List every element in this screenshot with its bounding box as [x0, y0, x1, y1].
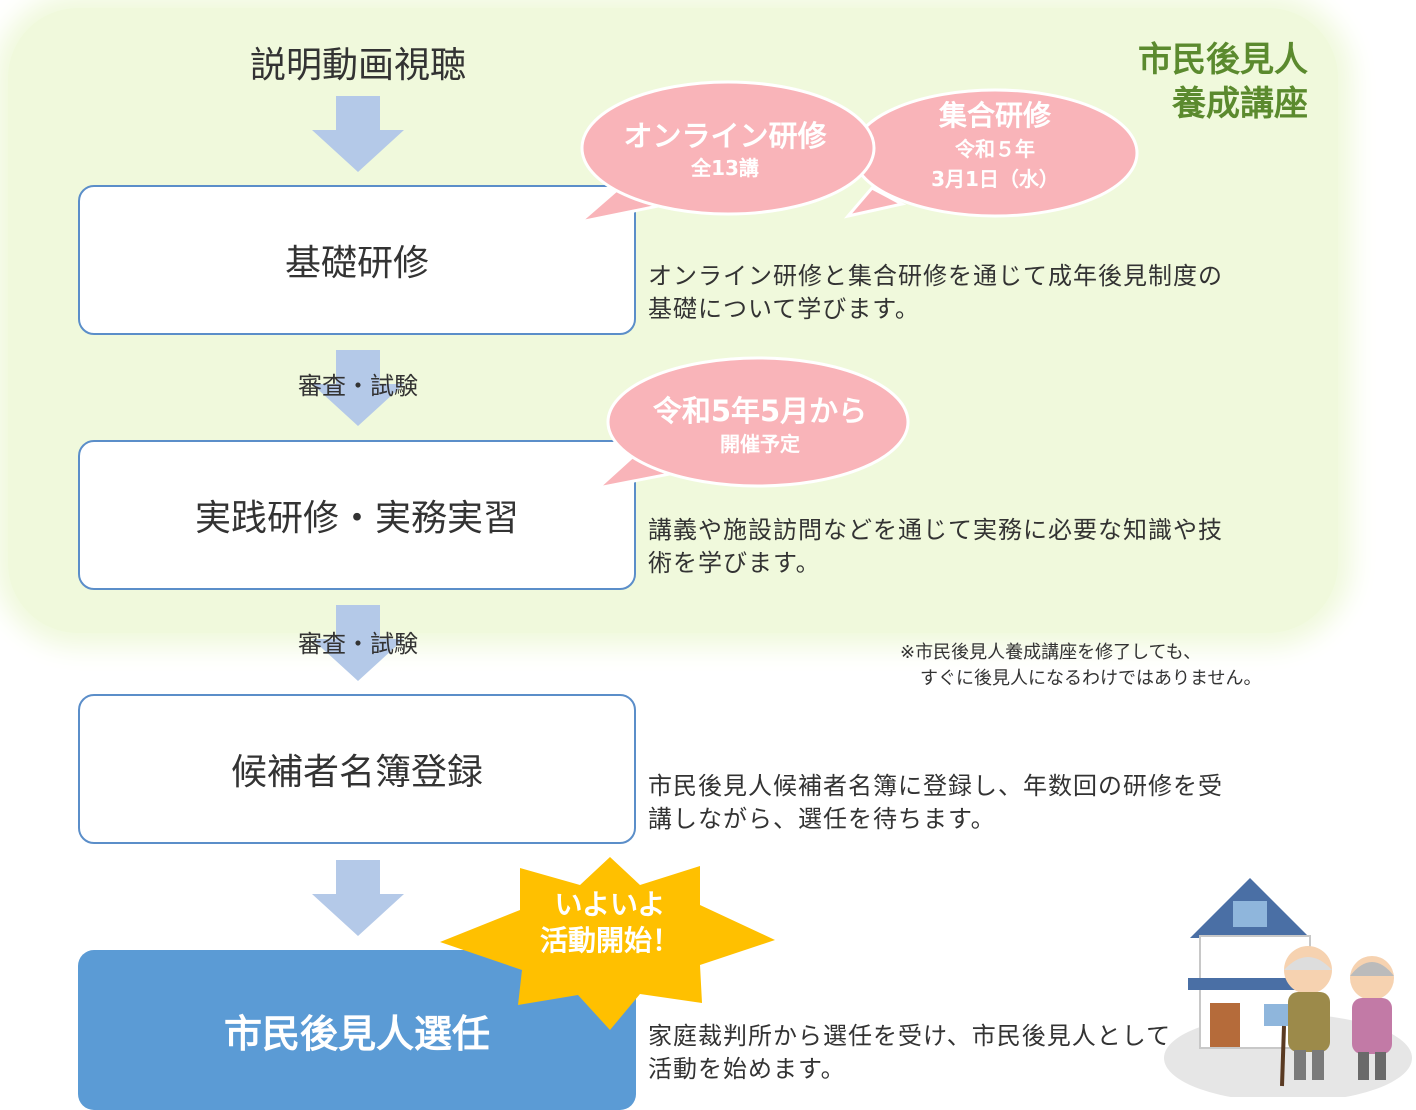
step-basic-label: 基礎研修 — [284, 243, 429, 284]
desc-line: 市民後見人候補者名簿に登録し、年数回の研修を受 — [648, 772, 1223, 800]
step-practical-box: 実践研修・実務実習 — [78, 440, 636, 590]
bubble-online-sub: 全13講 — [691, 156, 759, 180]
note-line-1: ※市民後見人養成講座を修了しても、 — [900, 642, 1202, 663]
arrow-down-icon — [312, 605, 404, 681]
burst-line-1: いよいよ — [554, 888, 666, 921]
course-title-line-1: 市民後見人 — [1138, 40, 1308, 80]
desc-register: 市民後見人候補者名簿に登録し、年数回の研修を受 講しながら、選任を待ちます。 — [648, 770, 1288, 836]
step-video: 説明動画視聴 — [249, 45, 466, 86]
house-elderly-couple-illustration — [1164, 878, 1412, 1097]
course-title: 市民後見人 養成講座 — [1080, 38, 1308, 126]
desc-line: 術を学びます。 — [648, 549, 821, 577]
step-register-box: 候補者名簿登録 — [78, 694, 636, 844]
desc-line: 基礎について学びます。 — [648, 295, 920, 323]
desc-line: 活動を始めます。 — [648, 1055, 846, 1083]
desc-line: オンライン研修と集合研修を通じて成年後見制度の — [648, 262, 1223, 290]
desc-practical: 講義や施設訪問などを通じて実務に必要な知識や技 術を学びます。 — [648, 514, 1288, 580]
bubble-practical-title: 令和5年5月から — [652, 394, 868, 428]
step-practical-label: 実践研修・実務実習 — [194, 498, 519, 539]
desc-basic: オンライン研修と集合研修を通じて成年後見制度の 基礎について学びます。 — [648, 260, 1288, 326]
step-appoint-label: 市民後見人選任 — [223, 1011, 490, 1056]
review-exam-label: 審査・試験 — [298, 372, 418, 400]
bubble-practical: 令和5年5月から 開催予定 — [620, 392, 900, 458]
bubble-group-date-1: 令和５年 — [955, 137, 1035, 161]
step-appoint-box: 市民後見人選任 — [78, 950, 636, 1110]
bubble-online: オンライン研修 全13講 — [600, 118, 850, 182]
bubble-online-title: オンライン研修 — [623, 119, 827, 153]
bubble-group-date-2: 3月1日（水） — [931, 167, 1059, 191]
activity-start-burst: いよいよ 活動開始！ — [510, 887, 710, 959]
bubble-practical-sub: 開催予定 — [720, 432, 800, 456]
course-title-line-2: 養成講座 — [1172, 84, 1308, 124]
desc-line: 講しながら、選任を待ちます。 — [648, 805, 996, 833]
bubble-group-title: 集合研修 — [938, 99, 1051, 132]
step-register-label: 候補者名簿登録 — [230, 752, 483, 793]
arrow-down-icon — [312, 350, 404, 426]
step-basic-box: 基礎研修 — [78, 185, 636, 335]
note-line-2: すぐに後見人になるわけではありません。 — [920, 668, 1262, 689]
bubble-group: 集合研修 令和５年 3月1日（水） — [880, 98, 1110, 194]
arrow-down-icon — [312, 860, 404, 936]
desc-line: 講義や施設訪問などを通じて実務に必要な知識や技 — [648, 516, 1223, 544]
review-exam-label: 審査・試験 — [298, 630, 418, 658]
burst-line-2: 活動開始！ — [539, 924, 680, 957]
arrow-down-icon — [312, 96, 404, 172]
completion-note: ※市民後見人養成講座を修了しても、 すぐに後見人になるわけではありません。 — [900, 640, 1320, 692]
